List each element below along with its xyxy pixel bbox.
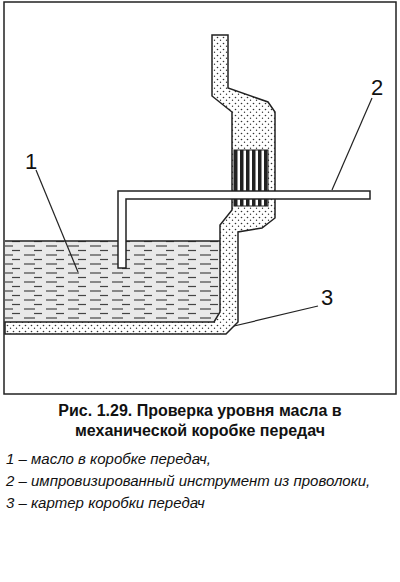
leader-line (332, 98, 372, 190)
leader-line (234, 306, 318, 326)
legend-note: 3 – картер коробки передач (6, 492, 394, 514)
oil (5, 241, 220, 322)
callout-number: 2 (368, 76, 386, 100)
callout-number: 3 (318, 286, 336, 310)
frame (4, 2, 396, 394)
legend-note: 2 – импровизированный инструмент из пров… (6, 470, 394, 492)
legend-notes: 1 – масло в коробке передач,2 – импровиз… (6, 448, 394, 514)
callout-number: 1 (22, 150, 40, 174)
gearbox-housing (5, 35, 275, 334)
figure-caption: Рис. 1.29. Проверка уровня масла в механ… (20, 401, 380, 441)
wire-tool (118, 191, 370, 268)
legend-note: 1 – масло в коробке передач, (6, 448, 394, 470)
leader-line (36, 170, 78, 272)
